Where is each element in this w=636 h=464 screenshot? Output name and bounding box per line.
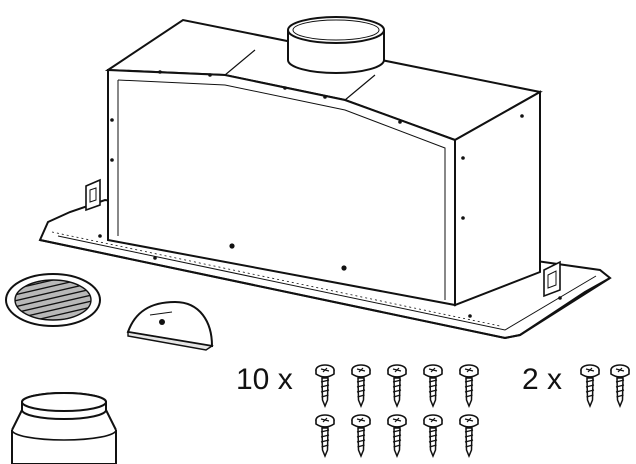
left-bracket bbox=[85, 178, 101, 212]
screw-quantity-2-label: 2 x bbox=[522, 363, 563, 396]
screw-quantity-10-label: 10 x bbox=[236, 363, 293, 396]
screw-icon bbox=[315, 364, 335, 407]
screw-icon bbox=[387, 364, 407, 407]
hood-unit bbox=[38, 16, 612, 340]
screw-icon bbox=[459, 414, 479, 457]
screw-icon bbox=[387, 414, 407, 457]
screw-icon bbox=[610, 364, 630, 407]
screw-icon bbox=[351, 364, 371, 407]
screw-icon bbox=[423, 414, 443, 457]
screw-icon bbox=[580, 364, 600, 407]
screw-icon bbox=[315, 414, 335, 457]
screw-set-10 bbox=[315, 364, 479, 457]
screw-icon bbox=[423, 364, 443, 407]
duct-collar bbox=[287, 16, 385, 74]
screw-icon bbox=[459, 364, 479, 407]
right-bracket bbox=[543, 260, 561, 298]
screw-icon bbox=[351, 414, 371, 457]
hood-side bbox=[454, 90, 541, 307]
duct-adapter bbox=[11, 392, 117, 464]
round-grille bbox=[5, 273, 101, 327]
deflector bbox=[126, 300, 214, 351]
screw-set-2 bbox=[580, 364, 630, 407]
